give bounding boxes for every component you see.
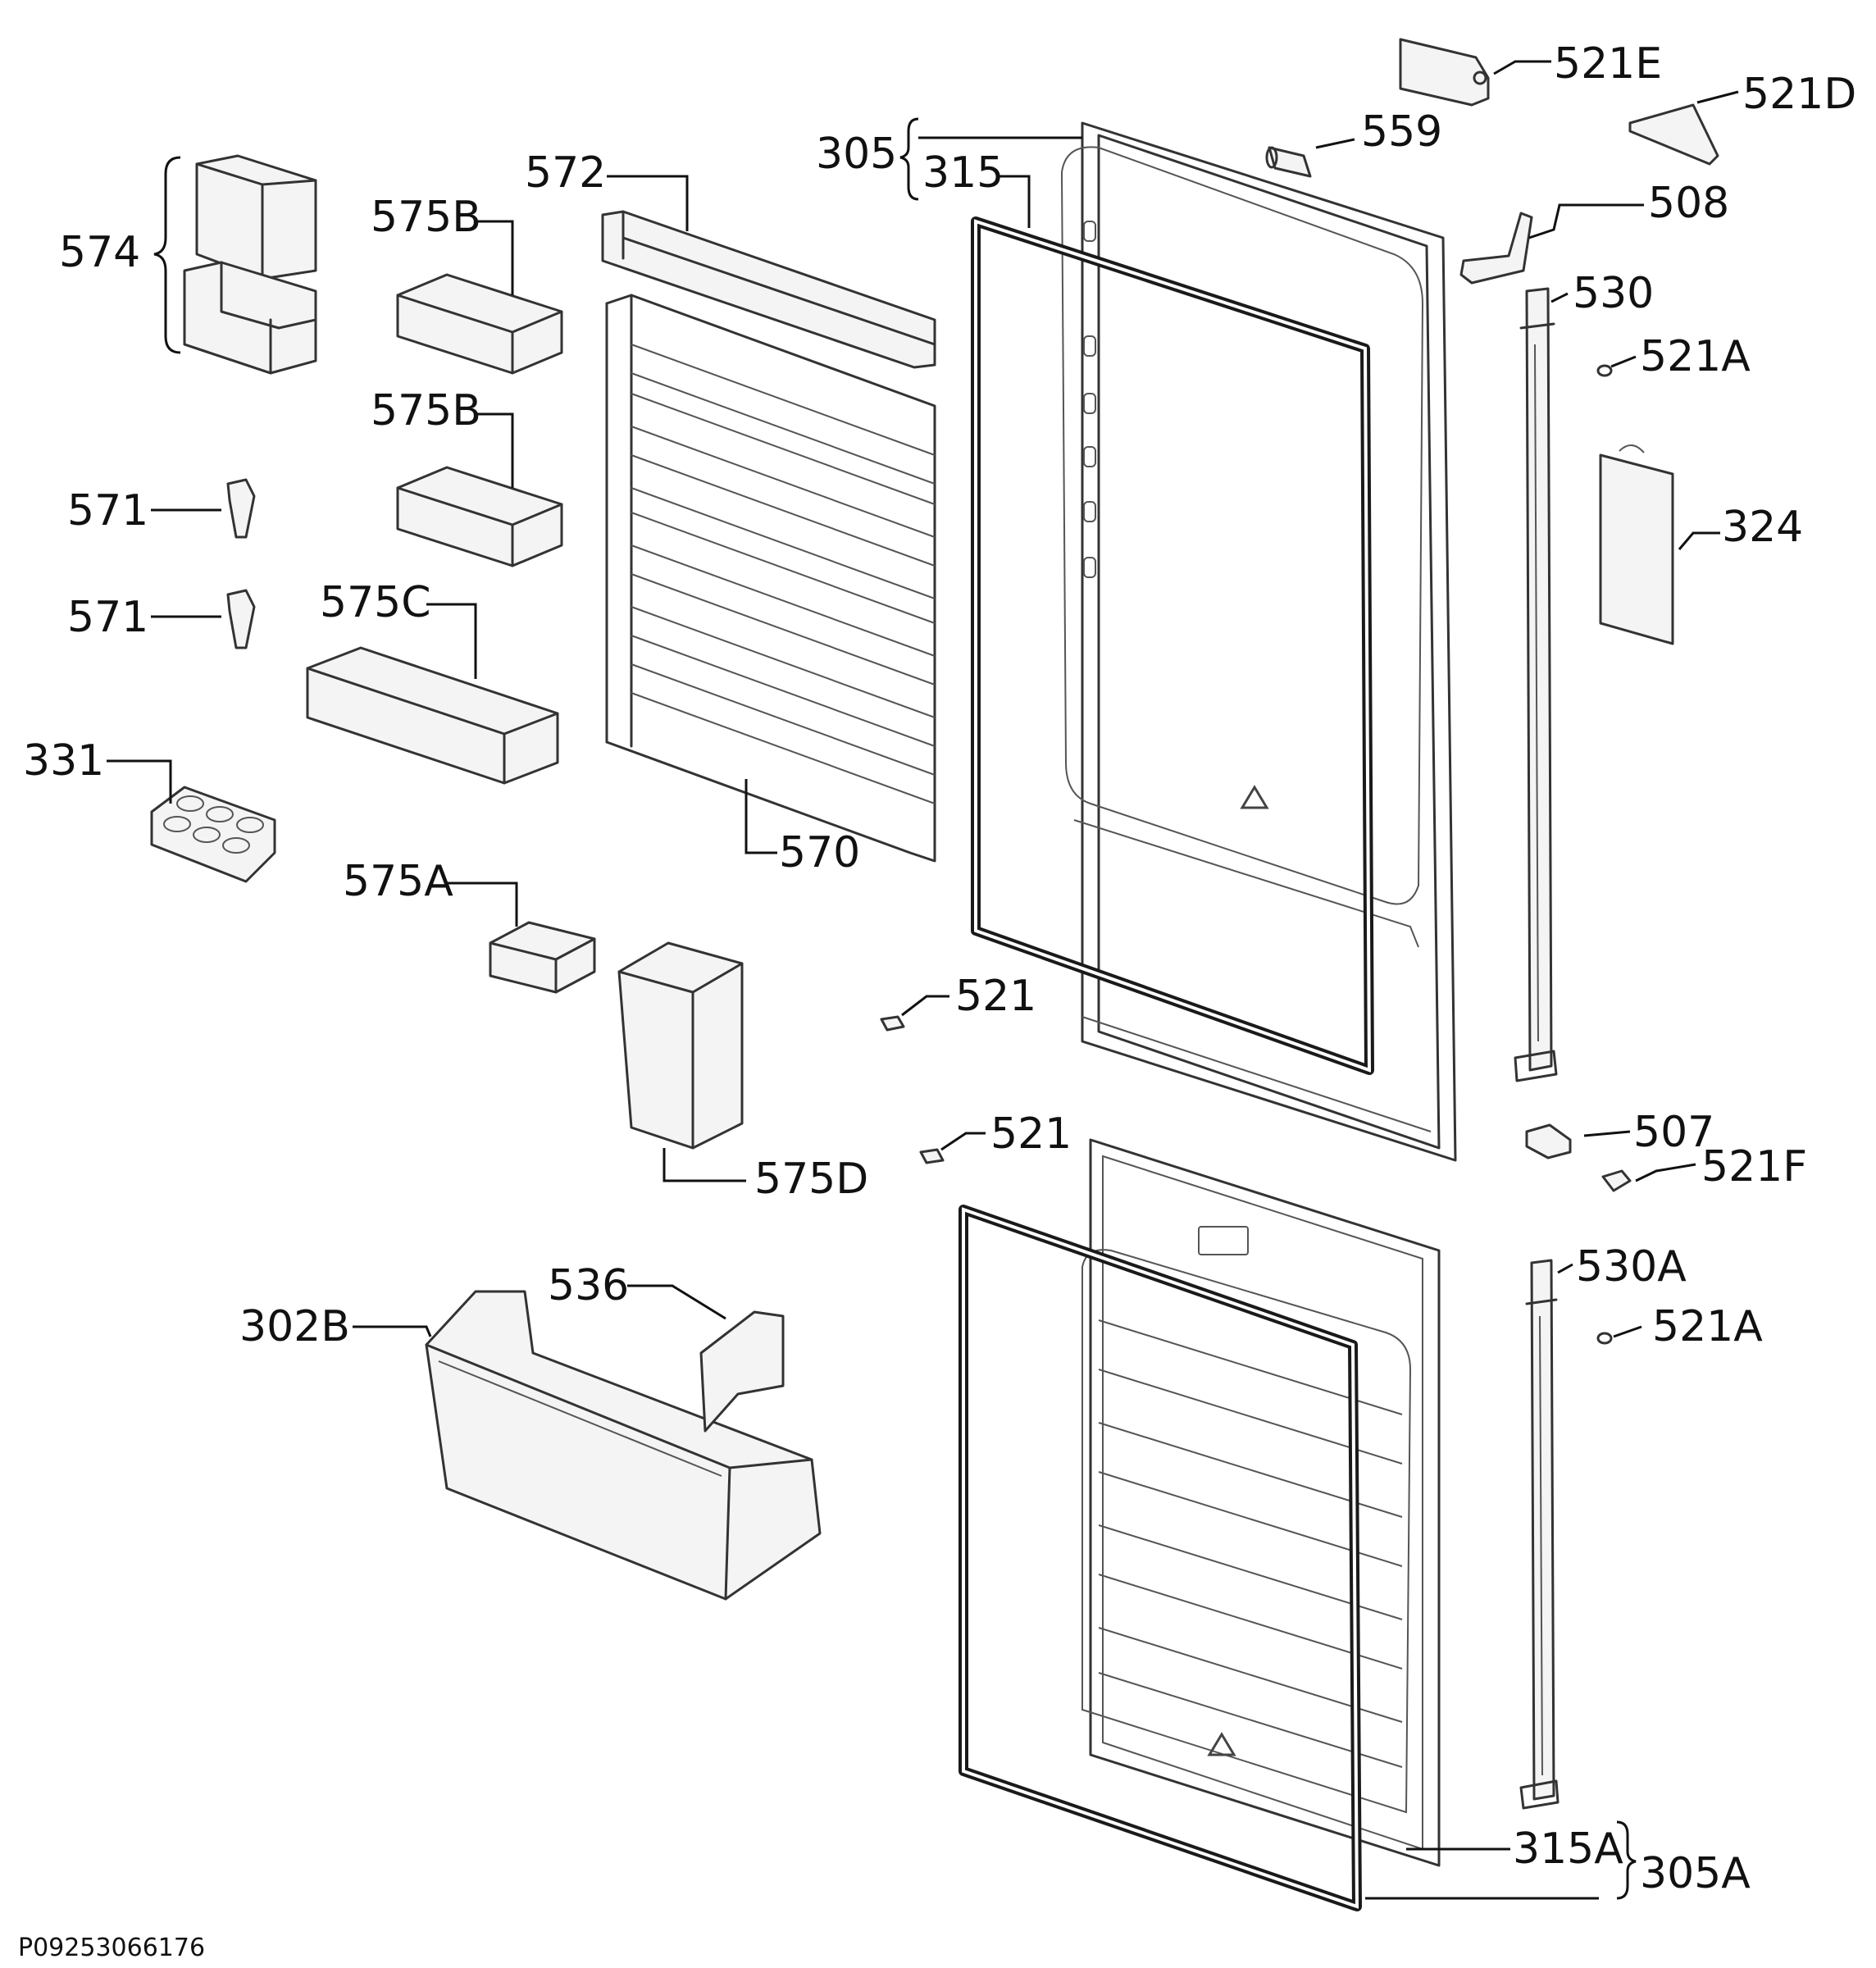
label-324: 324 — [1722, 503, 1803, 552]
part-571-lower-clip — [226, 589, 256, 649]
part-572-shelf-front-bar — [601, 210, 936, 369]
part-559-cylinder — [1265, 146, 1312, 178]
part-305-upper-door — [1060, 121, 1457, 1162]
label-536: 536 — [548, 1261, 629, 1310]
part-575b-upper-small-shelf — [396, 273, 563, 375]
label-575c: 575C — [320, 578, 431, 627]
drawing-code: P09253066176 — [18, 1934, 205, 1962]
label-521-upper: 521 — [955, 972, 1036, 1021]
label-571-lower: 571 — [67, 593, 148, 642]
leader-lines — [107, 60, 1739, 1900]
label-559: 559 — [1361, 107, 1442, 157]
part-507-hinge-block — [1525, 1123, 1572, 1159]
part-571-upper-clip — [226, 478, 256, 539]
brace-574 — [153, 156, 181, 354]
label-331: 331 — [23, 736, 104, 786]
part-302b-door-bin — [425, 1290, 822, 1601]
part-508-hinge-bracket — [1459, 212, 1533, 285]
label-530: 530 — [1573, 269, 1654, 318]
label-521e: 521E — [1554, 39, 1662, 89]
label-530a: 530A — [1576, 1242, 1687, 1292]
part-530a-lower-hinge-bar — [1519, 1259, 1560, 1810]
label-521d: 521D — [1742, 70, 1856, 119]
part-536-divider — [699, 1310, 785, 1433]
label-305a: 305A — [1640, 1849, 1751, 1898]
label-572: 572 — [525, 148, 606, 198]
part-575b-lower-small-shelf — [396, 466, 563, 567]
label-305: 305 — [816, 130, 897, 179]
label-574: 574 — [59, 228, 140, 277]
part-324-insulation-panel — [1599, 444, 1674, 645]
label-521a-upper: 521A — [1640, 332, 1751, 381]
label-315a: 315A — [1513, 1824, 1623, 1874]
part-521-lower-stop — [919, 1148, 945, 1164]
part-521d-top-cover — [1628, 103, 1719, 166]
part-570-shelf-flap — [605, 294, 936, 863]
label-575b-upper: 575B — [371, 193, 481, 242]
brace-305a — [1616, 1820, 1637, 1900]
part-331-egg-tray — [150, 786, 276, 883]
part-530-upper-hinge-bar — [1514, 287, 1558, 1082]
part-521e-hinge-cover — [1399, 38, 1490, 107]
label-575a: 575A — [343, 857, 453, 906]
part-575a-small-bin — [489, 921, 596, 994]
part-521a-upper-pin — [1596, 364, 1613, 377]
label-521-lower: 521 — [990, 1109, 1072, 1159]
part-305a-lower-door — [1081, 1138, 1441, 1867]
part-521a-lower-pin — [1596, 1332, 1613, 1345]
label-575d: 575D — [754, 1155, 868, 1204]
part-575d-tall-bin — [617, 941, 744, 1150]
label-521a-lower: 521A — [1652, 1302, 1763, 1351]
part-315-upper-gasket — [971, 216, 1374, 1075]
label-571-upper: 571 — [67, 486, 148, 535]
part-315a-lower-gasket — [958, 1205, 1362, 1911]
part-574-shelf-cover — [183, 154, 317, 375]
label-575b-lower: 575B — [371, 386, 481, 435]
label-570: 570 — [779, 828, 860, 877]
label-521f: 521F — [1701, 1142, 1807, 1191]
callout-labels: 574 575B 575B 572 305 315 559 521E 521D … — [18, 39, 1856, 1962]
brace-305 — [899, 117, 919, 201]
label-315: 315 — [922, 148, 1004, 198]
part-521f-small-part — [1601, 1169, 1632, 1192]
label-302b: 302B — [239, 1302, 350, 1351]
label-507: 507 — [1633, 1108, 1714, 1157]
label-508: 508 — [1648, 179, 1729, 228]
part-521-upper-stop — [880, 1015, 905, 1032]
part-575c-long-shelf — [306, 646, 559, 785]
